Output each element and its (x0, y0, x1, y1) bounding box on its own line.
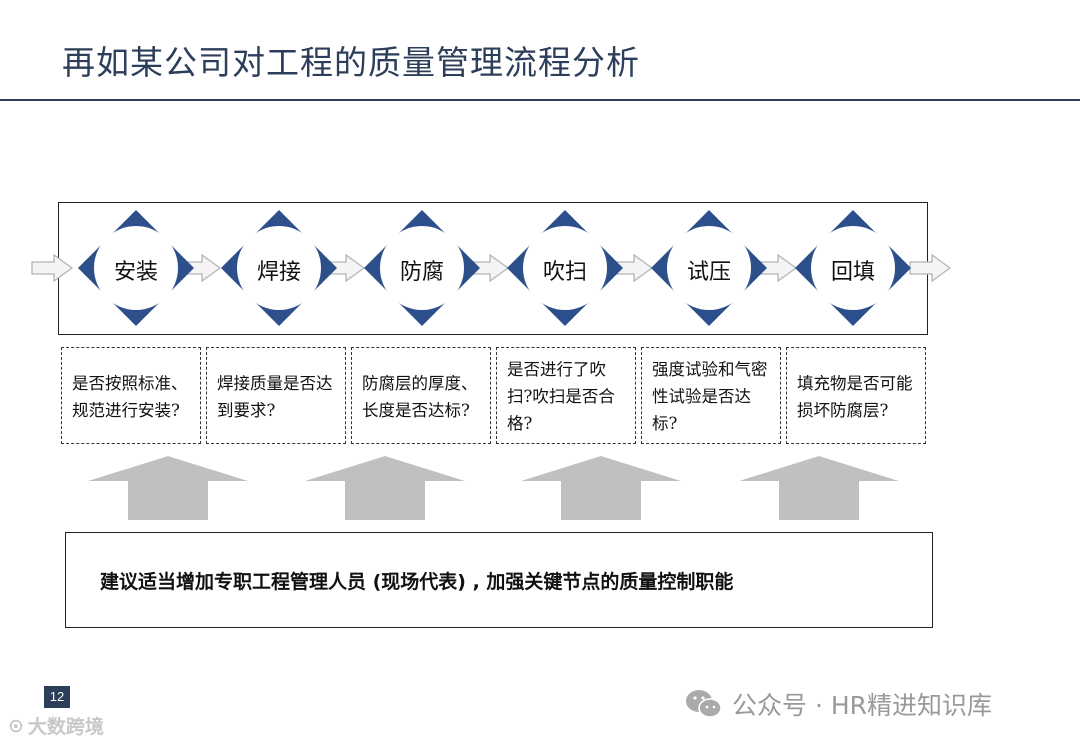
watermark-right-text: 公众号 · HR精进知识库 (732, 691, 993, 720)
step-question-box: 是否按照标准、规范进行安装? (61, 347, 201, 444)
step-question-text: 焊接质量是否达到要求? (217, 373, 333, 420)
watermark-left: ⊙ 大数跨境 (8, 712, 104, 739)
flow-arrow-icon (909, 254, 951, 282)
watermark-right: 公众号 · HR精进知识库 (684, 686, 992, 722)
up-arrow-icon (88, 456, 248, 520)
step-question-text: 强度试验和气密性试验是否达标? (652, 360, 768, 433)
step-node-4 (507, 210, 623, 326)
step-node-1 (78, 210, 194, 326)
step-question-text: 是否按照标准、规范进行安装? (72, 373, 188, 420)
flow-arrow-icon (31, 254, 73, 282)
step-label: 焊接 (256, 260, 301, 285)
step-node-2 (221, 210, 337, 326)
step-question-box: 防腐层的厚度、长度是否达标? (351, 347, 491, 444)
wechat-icon (686, 690, 722, 718)
page-title: 再如某公司对工程的质量管理流程分析 (62, 43, 640, 82)
up-arrow-icon (521, 456, 681, 520)
step-node-6 (795, 210, 911, 326)
step-question-box: 强度试验和气密性试验是否达标? (641, 347, 781, 444)
step-node-5 (651, 210, 767, 326)
step-question-box: 填充物是否可能损坏防腐层? (786, 347, 926, 444)
step-label: 试压 (686, 260, 731, 285)
up-arrow-icon (739, 456, 899, 520)
watermark-left-text: 大数跨境 (27, 716, 104, 738)
step-question-text: 填充物是否可能损坏防腐层? (797, 373, 913, 420)
step-label: 安装 (113, 260, 158, 285)
step-label: 回填 (830, 260, 875, 285)
logo-icon: ⊙ (8, 714, 24, 737)
step-node-3 (364, 210, 480, 326)
step-question-text: 防腐层的厚度、长度是否达标? (362, 373, 478, 420)
process-flow-diagram (31, 210, 951, 326)
step-question-text: 是否进行了吹扫?吹扫是否合格? (507, 360, 615, 433)
step-question-box: 是否进行了吹扫?吹扫是否合格? (496, 347, 636, 444)
up-arrows-group (88, 456, 899, 520)
title-divider (0, 99, 1080, 101)
recommendation-text: 建议适当增加专职工程管理人员 (现场代表) , 加强关键节点的质量控制职能 (100, 570, 734, 593)
up-arrow-icon (305, 456, 465, 520)
step-question-box: 焊接质量是否达到要求? (206, 347, 346, 444)
page-number: 12 (44, 686, 70, 708)
recommendation-box: 建议适当增加专职工程管理人员 (现场代表) , 加强关键节点的质量控制职能 (65, 532, 933, 628)
step-label: 防腐 (399, 260, 444, 285)
step-label: 吹扫 (542, 260, 587, 285)
